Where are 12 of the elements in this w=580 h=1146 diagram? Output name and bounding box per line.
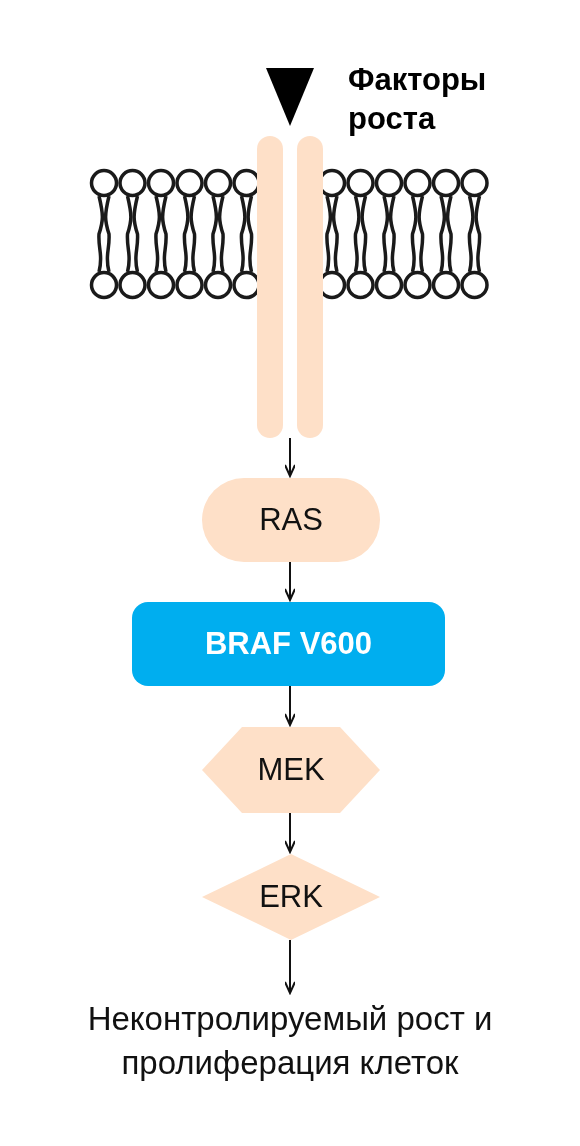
label-text: Факторы роста bbox=[348, 61, 488, 138]
arrow bbox=[284, 939, 296, 994]
process-box: BRAF V600 bbox=[132, 602, 445, 686]
arrow bbox=[284, 812, 296, 853]
hexagon-node: MEK bbox=[202, 727, 380, 813]
decision-diamond: ERK bbox=[202, 854, 380, 940]
ras-pill: RAS bbox=[202, 478, 380, 562]
receptor-drawing bbox=[257, 136, 323, 438]
outcome-text: Неконтролируемый рост и пролиферация клеток bbox=[80, 995, 500, 1087]
arrow bbox=[284, 561, 296, 601]
arrow bbox=[284, 685, 296, 726]
arrow bbox=[284, 437, 296, 477]
